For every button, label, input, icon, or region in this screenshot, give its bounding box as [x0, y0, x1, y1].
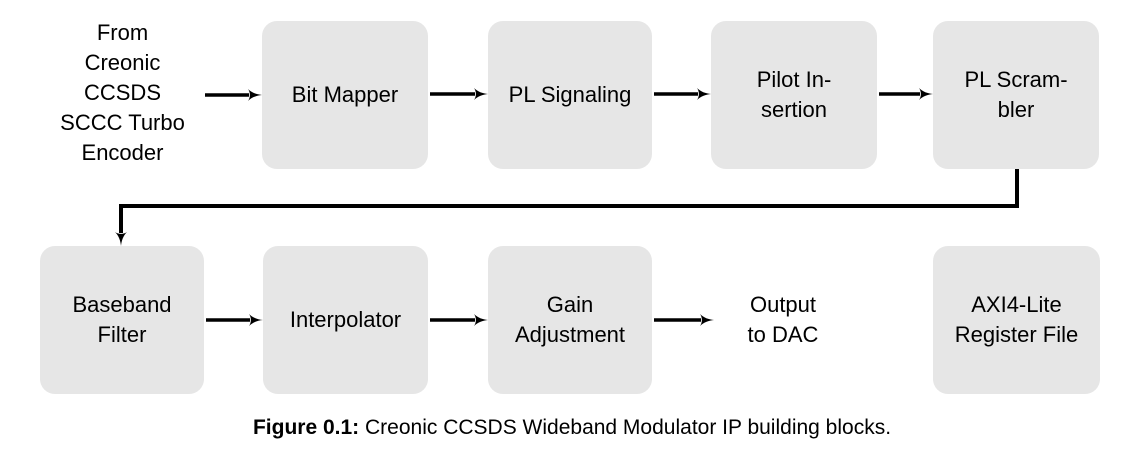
block-axi4-lite-register-file: AXI4-Lite Register File [933, 246, 1100, 394]
block-pl-signaling: PL Signaling [488, 21, 652, 169]
connector-pl-scrambler-to-baseband-filter [115, 169, 1019, 246]
block-interpolator: Interpolator [263, 246, 428, 394]
block-pl-scrambler: PL Scram- bler [933, 21, 1099, 169]
figure-caption: Figure 0.1: Creonic CCSDS Wideband Modul… [0, 414, 1144, 442]
source-label-from-encoder: From Creonic CCSDS SCCC Turbo Encoder [60, 20, 185, 165]
block-bit-mapper: Bit Mapper [262, 21, 428, 169]
block-pilot-insertion: Pilot In- sertion [711, 21, 877, 169]
block-baseband-filter: Baseband Filter [40, 246, 204, 394]
figure-caption-number: Figure 0.1: [252, 416, 360, 439]
output-to-dac-label: Output to DAC [747, 292, 819, 347]
figure-caption-text: Creonic CCSDS Wideband Modulator IP buil… [365, 416, 892, 439]
block-gain-adjustment: Gain Adjustment [488, 246, 652, 394]
